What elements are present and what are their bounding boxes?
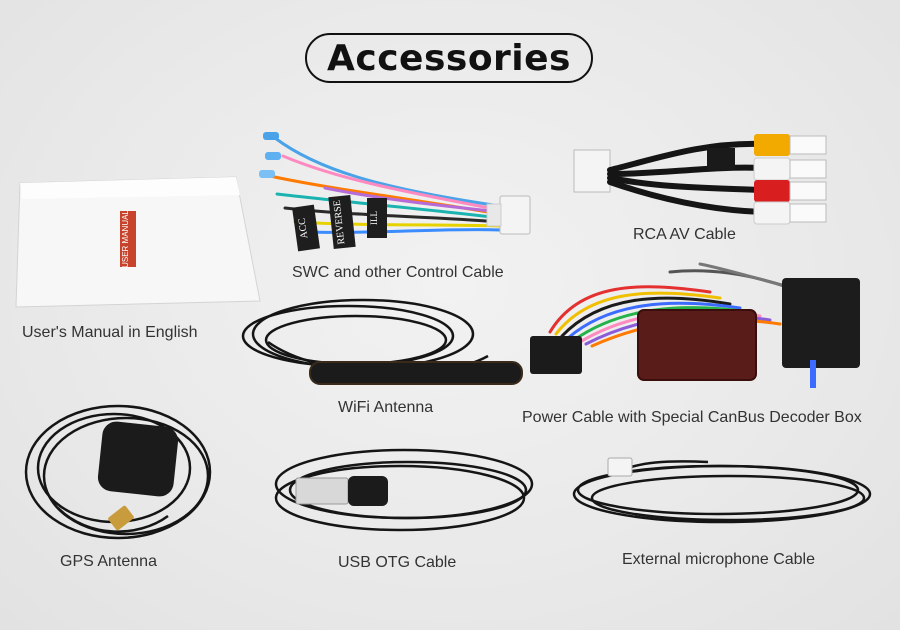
manual-tag (120, 211, 136, 267)
power-canbus-image (530, 262, 860, 388)
item-label-rca-cable: RCA AV Cable (633, 226, 736, 243)
page-title: Accessories (327, 37, 571, 79)
usb-otg-image (274, 448, 534, 532)
item-label-gps-antenna: GPS Antenna (60, 553, 157, 570)
item-label-manual: User's Manual in English (22, 324, 198, 341)
item-label-usb-otg: USB OTG Cable (338, 554, 457, 571)
rca-cable-image (573, 134, 827, 225)
gps-antenna-image (24, 404, 212, 540)
decoder-box (637, 309, 757, 381)
item-label-power-cable: Power Cable with Special CanBus Decoder … (522, 409, 862, 426)
swc-cable-image: ACC REVERSE ILL (259, 132, 531, 252)
manual-tag-text: USER MANUAL (121, 210, 130, 268)
mic-cable-image (572, 457, 872, 524)
acc-tag (292, 204, 320, 252)
item-label-mic-cable: External microphone Cable (622, 551, 815, 568)
title-pill: Accessories (305, 33, 593, 83)
item-label-wifi-antenna: WiFi Antenna (338, 399, 434, 416)
item-label-swc-cable: SWC and other Control Cable (292, 264, 504, 281)
reverse-tag-text: REVERSE (332, 200, 348, 245)
ill-tag-text: ILL (369, 211, 379, 225)
user-manual-image: USER MANUAL (15, 176, 261, 308)
gps-puck (97, 421, 179, 497)
wifi-antenna-image (241, 298, 523, 385)
reverse-tag (328, 194, 356, 250)
ill-tag (367, 198, 387, 238)
acc-tag-text: ACC (297, 217, 311, 239)
